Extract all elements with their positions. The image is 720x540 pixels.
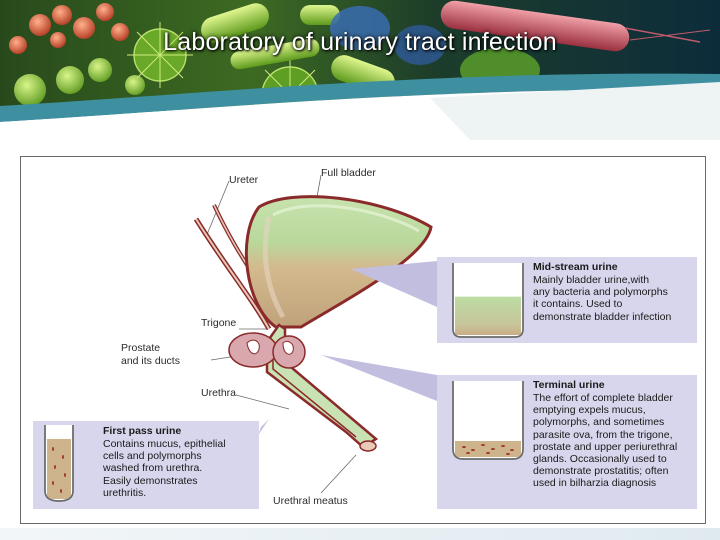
first-pass-line: urethritis. bbox=[103, 486, 147, 499]
mid-stream-line: any bacteria and polymorphs bbox=[533, 286, 668, 299]
urinary-tract-diagram bbox=[33, 174, 697, 509]
terminal-urine-line: glands. Occasionally used to bbox=[533, 453, 667, 466]
terminal-urine-line: used in bilharzia diagnosis bbox=[533, 477, 657, 490]
first-pass-line: Contains mucus, epithelial bbox=[103, 438, 226, 450]
bottom-decorative-strip bbox=[0, 528, 720, 540]
terminal-urine-line: The effort of complete bladder bbox=[533, 392, 673, 404]
label-prostate-ducts: and its ducts bbox=[121, 355, 180, 367]
terminal-urine-line: polymorphs, and sometimes bbox=[533, 416, 665, 429]
terminal-urine-line: demonstrate prostatitis; often bbox=[533, 465, 669, 478]
mid-stream-text: Mid-stream urine Mainly bladder urine,wi… bbox=[533, 261, 699, 323]
label-urethral-meatus: Urethral meatus bbox=[273, 495, 348, 507]
terminal-urine-line: parasite ova, from the trigone, bbox=[533, 428, 673, 441]
terminal-urine-text: Terminal urine The effort of complete bl… bbox=[533, 379, 703, 490]
label-urethra: Urethra bbox=[201, 387, 237, 399]
terminal-urine-line: prostate and upper periurethral bbox=[533, 440, 678, 453]
mid-stream-line: demonstrate bladder infection bbox=[533, 310, 672, 323]
bacteria-banner-image bbox=[0, 0, 720, 140]
mid-stream-line: it contains. Used to bbox=[533, 298, 623, 311]
diagram-panel: Ureter Full bladder Trigone Prostate and… bbox=[20, 156, 706, 524]
terminal-urine-line: emptying expels mucus, bbox=[533, 404, 646, 417]
first-pass-text: First pass urine Contains mucus, epithel… bbox=[103, 425, 253, 499]
first-pass-title: First pass urine bbox=[103, 425, 182, 437]
label-trigone: Trigone bbox=[201, 317, 237, 329]
terminal-urine-title: Terminal urine bbox=[533, 379, 605, 391]
first-pass-line: Easily demonstrates bbox=[103, 474, 198, 487]
label-ureter: Ureter bbox=[229, 174, 259, 186]
mid-stream-line: Mainly bladder urine,with bbox=[533, 274, 650, 286]
label-prostate: Prostate bbox=[121, 342, 161, 354]
mid-stream-title: Mid-stream urine bbox=[533, 261, 618, 273]
slide-title: Laboratory of urinary tract infection bbox=[163, 28, 557, 56]
first-pass-line: washed from urethra. bbox=[103, 462, 203, 475]
first-pass-line: cells and polymorphs bbox=[103, 450, 202, 463]
label-full-bladder: Full bladder bbox=[321, 167, 376, 179]
